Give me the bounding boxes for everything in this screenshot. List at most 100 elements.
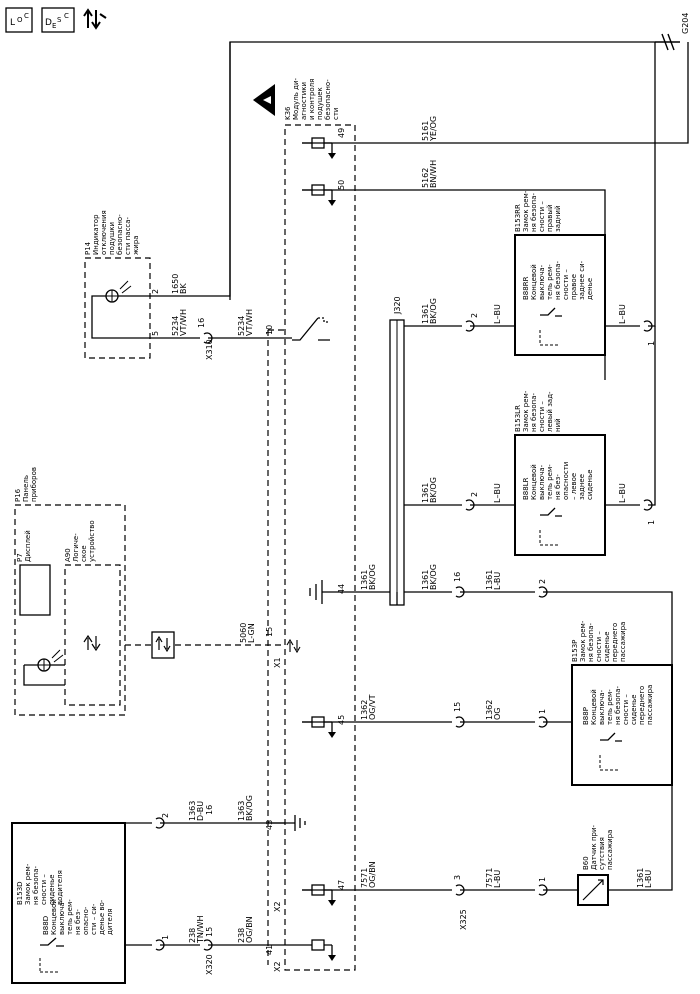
svg-text:2: 2 (161, 813, 170, 818)
b153p-label-line: переднего (611, 623, 619, 662)
svg-text:43: 43 (265, 820, 274, 830)
b88p-label-line: переднего (638, 686, 646, 725)
b153rr-label-line: Замок рем- (522, 190, 530, 232)
b88d-label-line: выключа- (58, 899, 66, 935)
b88d-label-line: денье во- (98, 899, 106, 935)
p16-label-line: приборов (30, 467, 38, 502)
svg-text:OG/VT: OG/VT (368, 694, 377, 720)
service-arrows-icon[interactable] (83, 8, 107, 30)
b88rr-label-line: сности – (562, 269, 570, 300)
svg-text:L–BU: L–BU (493, 483, 502, 503)
svg-text:1361: 1361 (485, 570, 494, 590)
p16-label-line: Панель (22, 475, 30, 502)
svg-text:BN/WH: BN/WH (429, 160, 438, 188)
b88rr-label-line: денье (586, 278, 594, 300)
svg-text:BK: BK (179, 283, 188, 294)
p14-label-line: безопасно- (116, 214, 124, 255)
b153d-label-line: B153D (16, 881, 24, 905)
svg-text:VT/WH: VT/WH (245, 309, 254, 336)
svg-text:1361: 1361 (636, 868, 645, 888)
svg-text:16: 16 (205, 805, 214, 815)
k36-label-line: Модуль ди- (292, 77, 300, 120)
b88p-label-line: B88P (582, 707, 590, 725)
svg-text:L-BU: L-BU (493, 572, 502, 590)
p14-label-line: Индикатор (92, 214, 100, 255)
b153lr-label-line: ня безопа- (530, 392, 538, 432)
wire-7571: 7571 OG/BN 3 X325 7571 L-BU 1 (302, 861, 578, 930)
svg-text:50: 50 (337, 180, 346, 190)
b88rr-label-line: правое (570, 274, 578, 300)
svg-text:2: 2 (538, 579, 547, 584)
b88p-label-line: ня безопа- (614, 685, 622, 725)
svg-text:S: S (57, 16, 62, 24)
b88p-label-line: сиденье (630, 694, 638, 725)
svg-text:1: 1 (538, 877, 547, 882)
a90-label-line: Логиче- (72, 533, 80, 562)
wire-5234: 5234 VT/WH 16 X310 5234 VT/WH (150, 309, 292, 360)
description-icon[interactable]: D E S C (41, 7, 75, 33)
svg-text:1363: 1363 (237, 801, 246, 821)
b153p-label-line: ня безопа- (587, 622, 595, 662)
switch-icon (539, 507, 562, 546)
switch-icon (599, 732, 622, 771)
svg-text:L-BU: L-BU (644, 870, 653, 888)
svg-text:OG: OG (493, 708, 502, 721)
wire-1361-ground: 1361 BK/OG (309, 564, 390, 604)
svg-text:L–BU: L–BU (493, 304, 502, 324)
b153rr-label-line: правый (546, 204, 554, 232)
indicator-lamp-icon-p16 (23, 649, 65, 686)
b88rr-label-line: заднее си- (578, 260, 586, 300)
b88d-label-line: сти – си- (90, 903, 98, 935)
svg-text:OG/BN: OG/BN (245, 916, 254, 943)
p14-label-line: сти пасса- (124, 216, 132, 255)
splice-j320: J320 (389, 296, 405, 606)
b88d-label-line: ня без- (74, 909, 82, 935)
p14-label-line: отключения (100, 210, 108, 255)
b88d-label-line: тель рем- (66, 899, 74, 935)
svg-text:7571: 7571 (360, 868, 369, 888)
b88lr-label-line: тель рем- (546, 464, 554, 500)
b153p-label-line: Замок рем- (579, 620, 587, 662)
b60-label-line: Датчик при- (590, 824, 598, 870)
k36-resistors (292, 137, 336, 961)
b153rr-label-line: B153RR (514, 204, 522, 232)
svg-text:1: 1 (161, 935, 170, 940)
b88p-label-line: пассажира (646, 685, 654, 725)
svg-text:L-BU: L-BU (493, 870, 502, 888)
svg-text:L–BU: L–BU (618, 483, 627, 503)
wire-1650: 1650 BK (150, 42, 231, 297)
svg-text:2: 2 (470, 492, 479, 497)
ground-label: G204 (681, 13, 690, 34)
b88lr-label-line: B88LR (522, 477, 530, 500)
location-icon[interactable]: L O C (5, 7, 33, 33)
svg-text:BK/OG: BK/OG (429, 298, 438, 324)
svg-text:D: D (45, 18, 52, 28)
k36-pins: 49 50 10 15 44 45 43 47 41 X1 X2 X2 (265, 128, 346, 972)
b88p-label-line: сности – (622, 694, 630, 725)
svg-text:1: 1 (647, 341, 656, 346)
b153lr-label-line: Замок рем- (522, 390, 530, 432)
svg-text:7571: 7571 (485, 868, 494, 888)
svg-text:1361: 1361 (421, 304, 430, 324)
svg-text:X1: X1 (273, 657, 282, 668)
b60-label-line: пассажира (606, 830, 614, 870)
p16-label-line: P16 (14, 488, 22, 502)
b88d-label-line: Концевой (50, 899, 58, 935)
wire-1361-lr: 1361 BK/OG 2 L–BU L–BU 1 (404, 326, 656, 525)
wire-5060: 5060 L-GN (125, 623, 301, 659)
svg-text:VT/WH: VT/WH (179, 309, 188, 336)
b88lr-label-line: выключа- (538, 464, 546, 500)
b88lr-label-line: ня без- (554, 474, 562, 500)
a90-label-line: A90 (64, 548, 72, 562)
svg-text:5: 5 (151, 331, 160, 336)
svg-text:O: O (17, 16, 23, 24)
svg-text:C: C (64, 12, 69, 20)
b88p-label-line: выключа- (598, 689, 606, 725)
